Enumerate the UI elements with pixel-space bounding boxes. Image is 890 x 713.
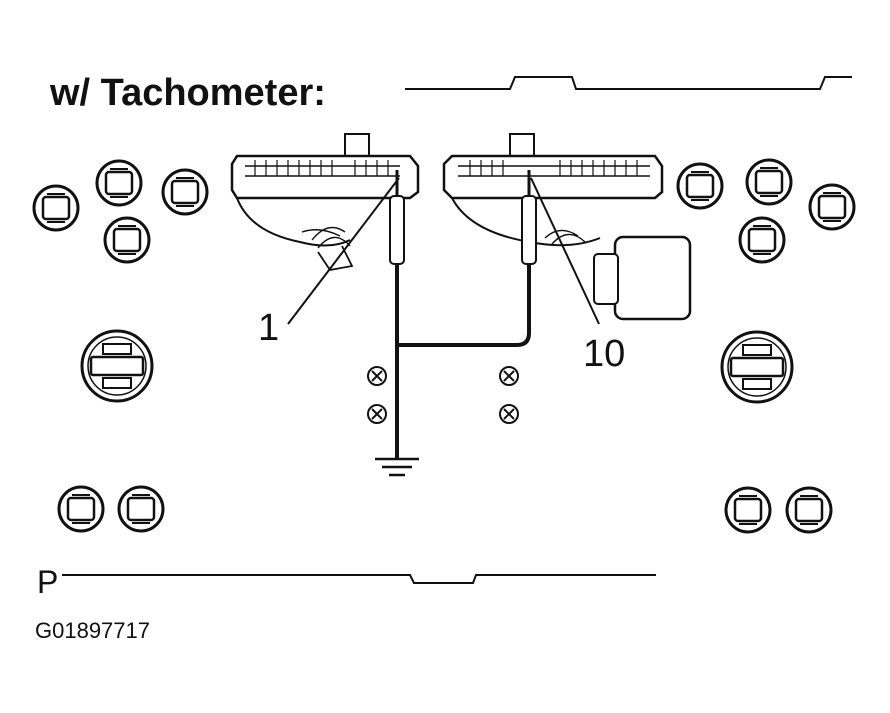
bulb-socket (103, 216, 151, 264)
ground-symbol (375, 457, 419, 477)
large-bulb-socket (80, 329, 154, 403)
screw-mark (499, 404, 519, 424)
figure-id: G01897717 (35, 618, 150, 643)
relay-component (593, 235, 692, 321)
board-outline-top (405, 76, 852, 90)
ground-wire (395, 264, 531, 458)
bulb-socket (785, 486, 833, 534)
screw-mark (367, 404, 387, 424)
large-bulb-socket (720, 330, 794, 404)
screw-mark (499, 366, 519, 386)
bulb-socket (57, 485, 105, 533)
bulb-socket (117, 485, 165, 533)
callout-10: 10 (583, 333, 626, 375)
callout-1-leader (287, 177, 400, 325)
bulb-socket (95, 159, 143, 207)
bulb-socket (676, 162, 724, 210)
callout-1: 1 (258, 307, 280, 349)
callout-10-leader (530, 177, 600, 325)
panel-label: P (37, 564, 59, 600)
bulb-socket (32, 184, 80, 232)
bulb-socket (808, 183, 856, 231)
probe-lead-right (521, 170, 537, 265)
board-outline-bottom (62, 574, 656, 584)
bulb-socket (745, 158, 793, 206)
page-title: w/ Tachometer: (50, 72, 326, 114)
connector-left (230, 133, 420, 271)
bulb-socket (738, 216, 786, 264)
connector-right (442, 133, 664, 247)
bulb-socket (161, 168, 209, 216)
bulb-socket (724, 486, 772, 534)
screw-mark (367, 366, 387, 386)
